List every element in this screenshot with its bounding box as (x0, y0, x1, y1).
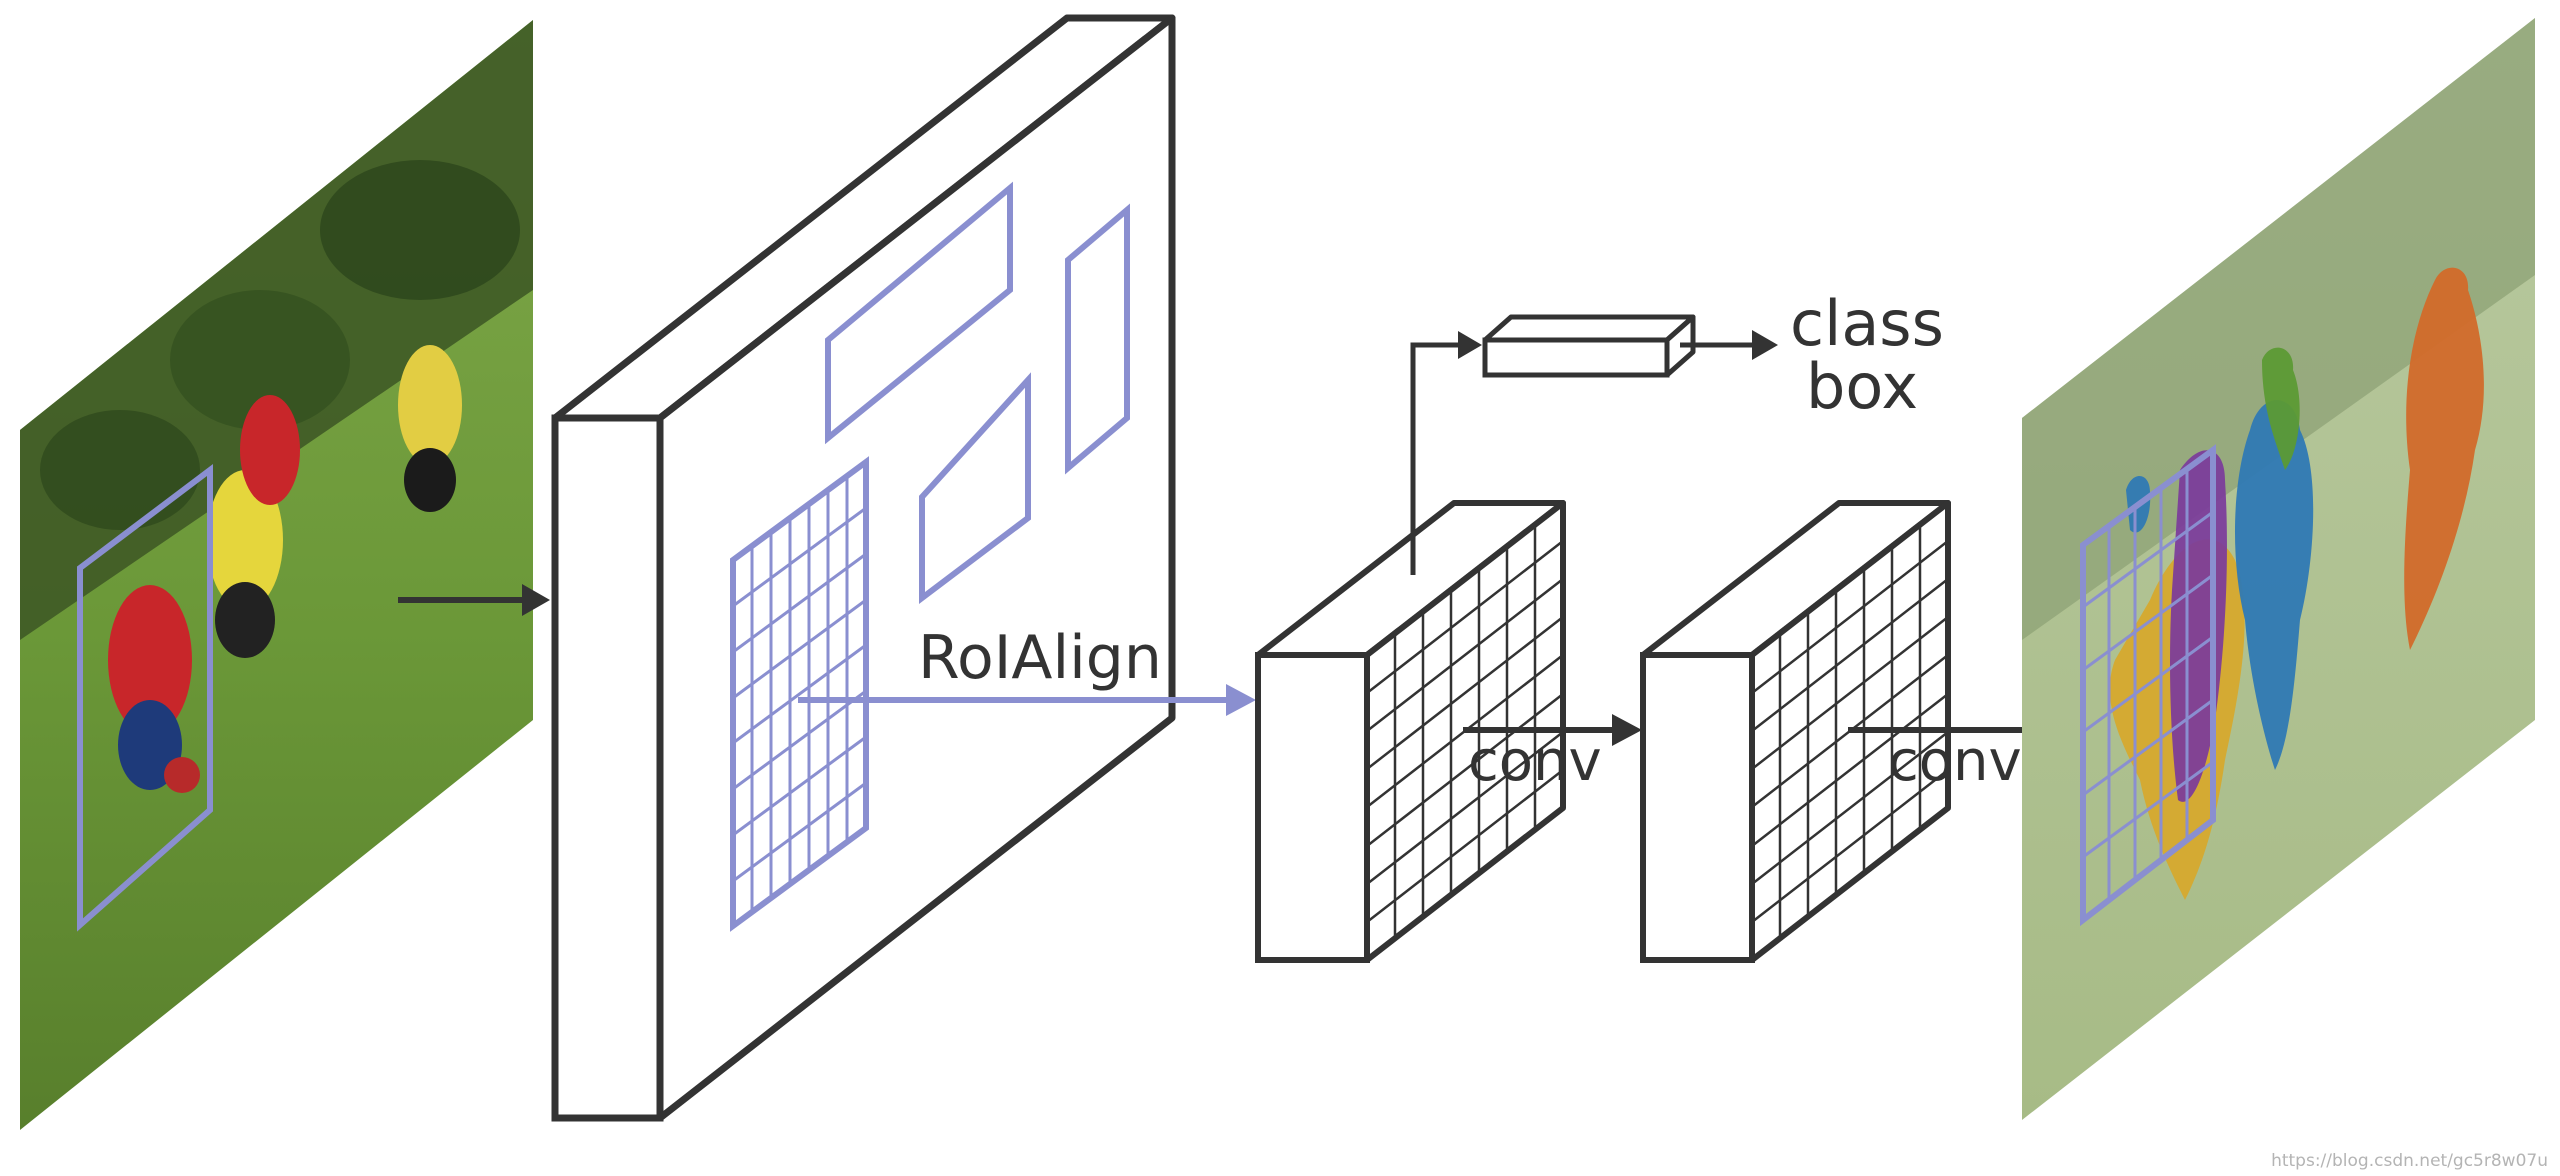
watermark: https://blog.csdn.net/gc5r8w07u (2271, 1151, 2548, 1171)
conv-label-2: conv (1888, 729, 2022, 794)
proposal-box-2 (919, 372, 1031, 605)
backbone-feature-map (551, 14, 1176, 1122)
roialign-label: RoIAlign (918, 623, 1162, 693)
mask-green (2262, 347, 2300, 470)
mask-orange (2404, 267, 2484, 650)
mask-blue (2234, 400, 2314, 770)
proposal-box-1 (825, 181, 1013, 445)
conv-label-1: conv (1468, 729, 1602, 794)
output-roi-grid (2080, 444, 2216, 927)
input-roi-box (77, 463, 213, 932)
class-box-branch (1410, 314, 1778, 575)
proposal-box-3 (1065, 203, 1130, 475)
roi-grid-feature-map (730, 456, 869, 932)
region-proposals (825, 181, 1130, 605)
box-label: box (1806, 350, 1918, 423)
conv-arrow-1 (1463, 714, 1642, 746)
arrow-input-to-backbone (398, 584, 550, 616)
class-label: class (1790, 287, 1944, 360)
input-image (20, 20, 533, 1130)
roialign-arrow (798, 684, 1256, 716)
output-image (2022, 18, 2535, 1120)
